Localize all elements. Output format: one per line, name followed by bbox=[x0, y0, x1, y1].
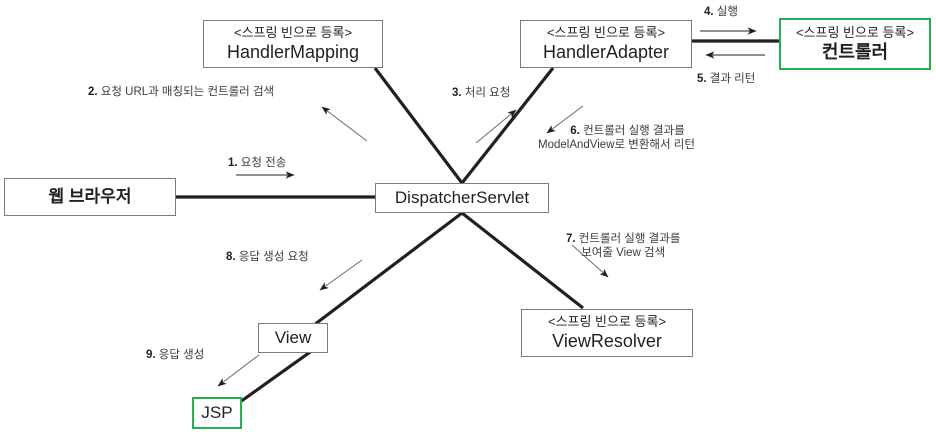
step-6-text-line2: ModelAndView로 변환해서 리턴 bbox=[538, 139, 695, 151]
step-7-number: 7. bbox=[566, 233, 576, 245]
arrow-step-8 bbox=[319, 259, 363, 291]
node-view[interactable]: View bbox=[258, 323, 328, 353]
arrow-step-9 bbox=[217, 354, 260, 387]
node-jsp[interactable]: JSP bbox=[192, 397, 242, 429]
node-handleradapter-title: HandlerAdapter bbox=[542, 42, 670, 62]
step-label-5: 5. 결과 리턴 bbox=[697, 72, 755, 86]
step-9-text: 응답 생성 bbox=[158, 349, 205, 361]
node-viewresolver-title: ViewResolver bbox=[552, 331, 662, 351]
annotation-arrows bbox=[217, 27, 765, 387]
step-label-2: 2. 요청 URL과 매칭되는 컨트롤러 검색 bbox=[88, 85, 274, 99]
step-7-text: 컨트롤러 실행 결과를 bbox=[578, 233, 681, 245]
node-viewresolver[interactable]: <스프링 빈으로 등록> ViewResolver bbox=[521, 309, 693, 357]
step-1-number: 1. bbox=[228, 157, 238, 169]
step-8-number: 8. bbox=[226, 251, 236, 263]
step-label-6: 6. 컨트롤러 실행 결과를 ModelAndView로 변환해서 리턴 bbox=[538, 124, 695, 152]
step-6-number: 6. bbox=[570, 125, 580, 137]
step-label-8: 8. 응답 생성 요청 bbox=[226, 250, 309, 264]
arrow-step-3 bbox=[475, 109, 517, 144]
node-handlermapping-stereotype: <스프링 빈으로 등록> bbox=[233, 25, 353, 40]
step-label-1: 1. 요청 전송 bbox=[228, 156, 286, 170]
step-5-text: 결과 리턴 bbox=[709, 73, 756, 85]
node-handlermapping[interactable]: <스프링 빈으로 등록> HandlerMapping bbox=[203, 20, 383, 68]
link-dispatcher-viewresolver bbox=[461, 211, 584, 310]
step-label-4: 4. 실행 bbox=[704, 5, 738, 19]
step-1-text: 요청 전송 bbox=[240, 157, 287, 169]
step-label-7: 7. 컨트롤러 실행 결과를 보여줄 View 검색 bbox=[566, 232, 680, 260]
node-controller-title: 컨트롤러 bbox=[821, 42, 889, 62]
node-dispatcherservlet[interactable]: DispatcherServlet bbox=[375, 183, 549, 213]
node-browser[interactable]: 웹 브라우저 bbox=[4, 178, 176, 216]
step-2-number: 2. bbox=[88, 86, 98, 98]
step-label-3: 3. 처리 요청 bbox=[452, 86, 510, 100]
step-3-number: 3. bbox=[452, 87, 462, 99]
node-dispatcherservlet-title: DispatcherServlet bbox=[394, 188, 530, 207]
node-jsp-title: JSP bbox=[201, 403, 233, 422]
node-controller-stereotype: <스프링 빈으로 등록> bbox=[795, 25, 915, 40]
node-handleradapter-stereotype: <스프링 빈으로 등록> bbox=[546, 25, 666, 40]
step-4-number: 4. bbox=[704, 6, 714, 18]
node-handlermapping-title: HandlerMapping bbox=[226, 42, 360, 62]
arrow-step-7 bbox=[571, 244, 609, 278]
step-5-number: 5. bbox=[697, 73, 707, 85]
link-dispatcher-view bbox=[313, 211, 463, 327]
step-9-number: 9. bbox=[146, 349, 156, 361]
step-label-9: 9. 응답 생성 bbox=[146, 348, 204, 362]
node-view-title: View bbox=[274, 328, 312, 347]
node-viewresolver-stereotype: <스프링 빈으로 등록> bbox=[547, 314, 667, 329]
step-7-text-line2: 보여줄 View 검색 bbox=[581, 247, 666, 259]
step-2-text: 요청 URL과 매칭되는 컨트롤러 검색 bbox=[100, 86, 275, 98]
arrow-step-2 bbox=[321, 106, 368, 142]
arrow-step-6 bbox=[546, 105, 584, 134]
node-controller[interactable]: <스프링 빈으로 등록> 컨트롤러 bbox=[779, 18, 931, 70]
step-4-text: 실행 bbox=[716, 6, 738, 18]
step-8-text: 응답 생성 요청 bbox=[238, 251, 309, 263]
link-dispatcher-handleradapter bbox=[460, 67, 555, 184]
node-handleradapter[interactable]: <스프링 빈으로 등록> HandlerAdapter bbox=[520, 20, 692, 68]
step-6-text: 컨트롤러 실행 결과를 bbox=[583, 125, 685, 137]
link-dispatcher-handlermapping bbox=[373, 67, 464, 184]
step-3-text: 처리 요청 bbox=[464, 87, 511, 99]
node-browser-title: 웹 브라우저 bbox=[48, 187, 132, 206]
